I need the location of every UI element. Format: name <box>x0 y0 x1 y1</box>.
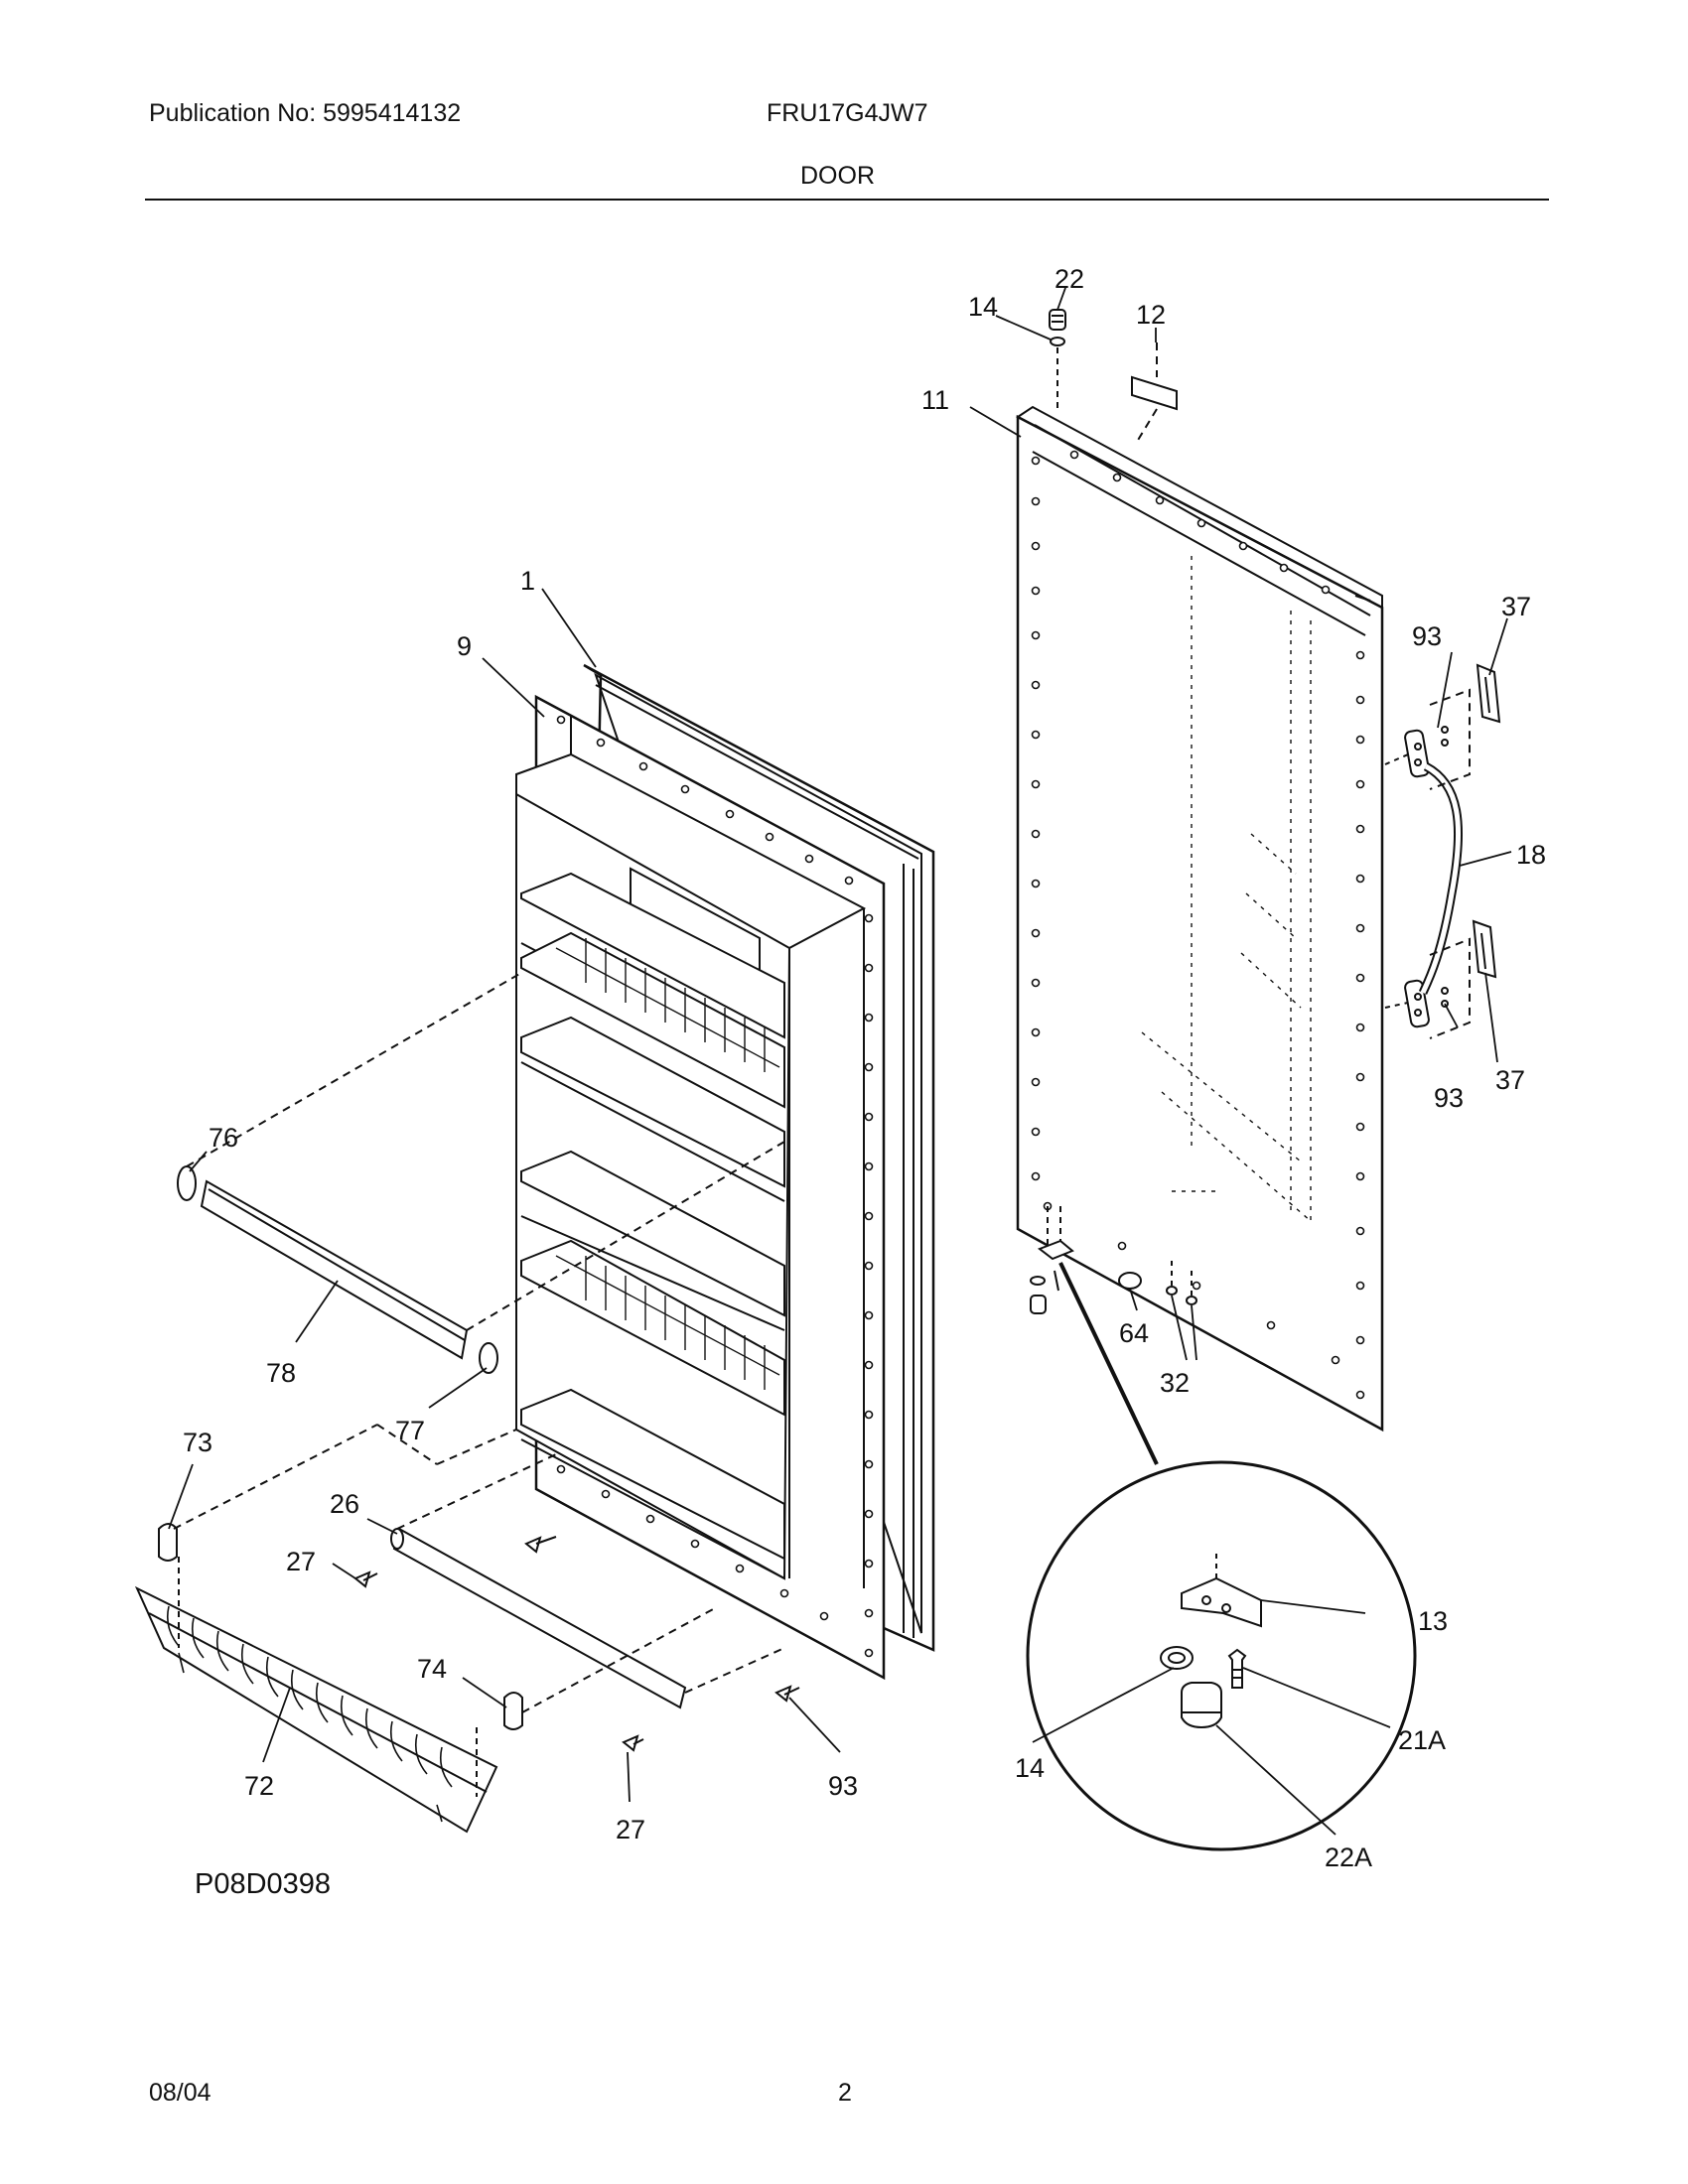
callout-64: 64 <box>1119 1318 1149 1348</box>
shelf-bar <box>177 972 785 1374</box>
handle-cap-top <box>1429 663 1501 790</box>
callout-9: 9 <box>457 631 472 661</box>
callout-93-right: 93 <box>1434 1083 1464 1113</box>
callout-77: 77 <box>395 1416 425 1445</box>
door-handle <box>1384 729 1464 1028</box>
callout-13: 13 <box>1418 1606 1448 1636</box>
footer-date: 08/04 <box>149 2079 211 2107</box>
callout-27-bottom: 27 <box>616 1815 645 1844</box>
screws-27 <box>353 1536 644 1752</box>
hinge-detail-circle <box>1026 1460 1417 1851</box>
callout-14-top: 14 <box>968 292 998 322</box>
top-hinge-pin <box>1049 309 1066 412</box>
bottom-basket <box>134 1424 716 1834</box>
callout-32: 32 <box>1160 1368 1190 1398</box>
callout-27-left: 27 <box>286 1547 316 1576</box>
page-number: 2 <box>838 2079 852 2107</box>
callout-21a: 21A <box>1398 1725 1446 1755</box>
callout-93-bottom: 93 <box>828 1771 858 1801</box>
screw-93-bottom <box>774 1685 800 1703</box>
publication-number: Publication No: 5995414132 <box>149 99 462 127</box>
header-rule <box>145 199 1549 201</box>
model-number: FRU17G4JW7 <box>767 99 928 127</box>
callout-14-detail: 14 <box>1015 1753 1045 1783</box>
callout-26: 26 <box>330 1489 359 1519</box>
outer-door-panel <box>1016 405 1384 1433</box>
callout-93-top: 93 <box>1412 621 1442 651</box>
handle-screws <box>1441 726 1449 1008</box>
callout-76: 76 <box>209 1123 238 1153</box>
bottom-hinge-hardware <box>1030 1206 1197 1465</box>
callout-22a: 22A <box>1325 1843 1372 1872</box>
callout-11: 11 <box>921 385 949 415</box>
callout-37-top: 37 <box>1501 592 1531 621</box>
callout-18: 18 <box>1516 840 1546 870</box>
handle-cap-bottom <box>1429 919 1497 1039</box>
inner-door-liner <box>515 694 886 1681</box>
callout-72: 72 <box>244 1771 274 1801</box>
callout-22-top: 22 <box>1055 264 1084 294</box>
callout-78: 78 <box>266 1358 296 1388</box>
section-title: DOOR <box>800 162 875 190</box>
label-plate-12 <box>1131 342 1178 443</box>
callout-1: 1 <box>520 566 535 596</box>
callout-73: 73 <box>183 1428 212 1457</box>
callout-12: 12 <box>1136 300 1166 330</box>
callout-74: 74 <box>417 1654 447 1684</box>
callout-37-bottom: 37 <box>1495 1065 1525 1095</box>
leader-lines <box>168 287 1512 1836</box>
drawing-code: P08D0398 <box>195 1868 332 1900</box>
